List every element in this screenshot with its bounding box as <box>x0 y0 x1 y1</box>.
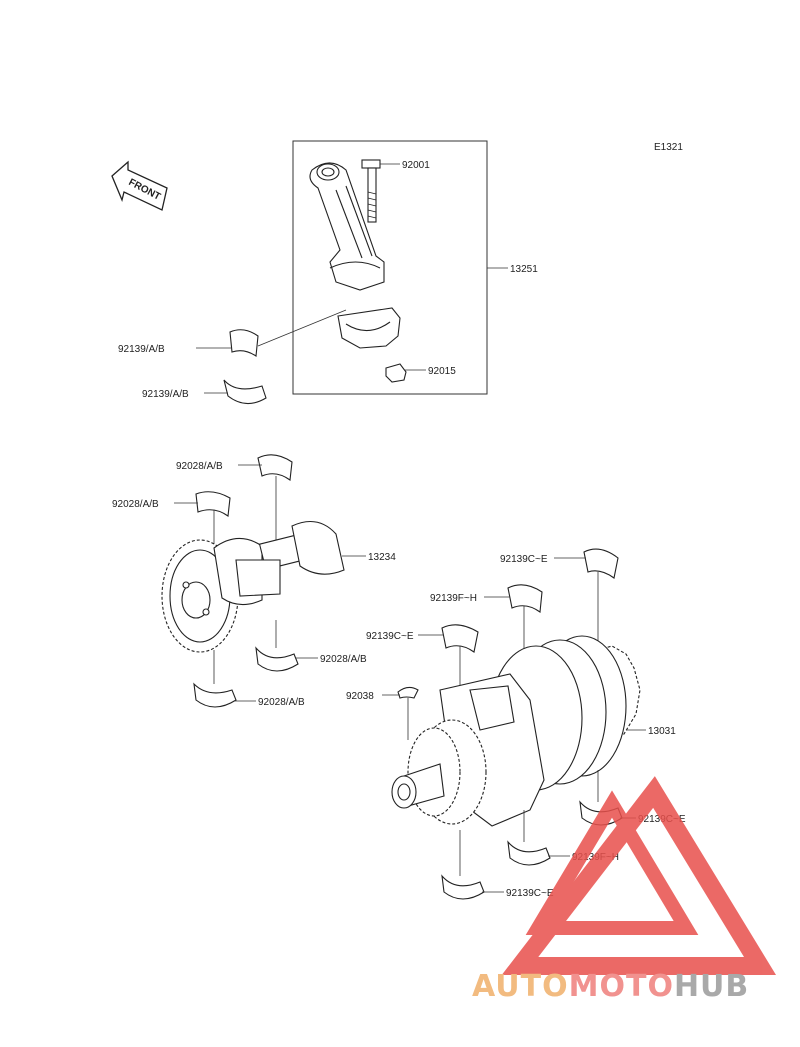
label-13031: 13031 <box>648 726 676 737</box>
label-92028-2: 92028/A/B <box>112 499 159 510</box>
conrod-cap <box>337 307 401 349</box>
label-92139ce-2: 92139C~E <box>366 631 414 642</box>
label-92139ab-1: 92139/A/B <box>118 344 165 355</box>
label-92139ce-1: 92139C~E <box>500 554 548 565</box>
automotohub-logo: AUTOMOTOHUB <box>472 776 777 1004</box>
crankshaft-key <box>397 686 419 699</box>
label-92038: 92038 <box>346 691 374 702</box>
conrod-assembly-box <box>292 140 488 395</box>
balancer-bearing-1 <box>257 454 293 481</box>
crank-bearing-ce-4 <box>441 874 485 900</box>
crank-bearing-ce-1 <box>583 548 619 579</box>
label-92139fh-1: 92139F~H <box>430 593 477 604</box>
svg-text:AUTOMOTOHUB: AUTOMOTOHUB <box>472 969 749 1004</box>
label-92139ab-2: 92139/A/B <box>142 389 189 400</box>
connecting-rod <box>309 162 385 291</box>
crank-bearing-fh-2 <box>507 840 551 866</box>
balancer-bearing-3 <box>255 646 299 672</box>
front-arrow-icon: FRONT <box>111 160 168 211</box>
label-92001: 92001 <box>402 160 430 171</box>
label-92015: 92015 <box>428 366 456 377</box>
crank-bearing-fh-1 <box>507 584 543 613</box>
diagram-code: E1321 <box>654 142 683 153</box>
conrod-bearing-upper <box>229 329 259 357</box>
label-92028-1: 92028/A/B <box>176 461 223 472</box>
label-92028-4: 92028/A/B <box>258 697 305 708</box>
watermark-auto: AUTO <box>472 969 569 1004</box>
watermark-hub: HUB <box>674 969 749 1004</box>
label-13251: 13251 <box>510 264 538 275</box>
conrod-bearing-lower <box>223 379 267 405</box>
conrod-bolt <box>361 159 381 223</box>
balancer-shaft <box>161 520 345 653</box>
balancer-bearing-2 <box>195 491 231 517</box>
crank-bearing-ce-2 <box>441 624 479 653</box>
watermark-moto: MOTO <box>569 969 674 1004</box>
crankshaft <box>391 635 641 827</box>
label-13234: 13234 <box>368 552 396 563</box>
label-92139ce-4: 92139C~E <box>506 888 554 899</box>
conrod-nut <box>385 363 407 383</box>
label-92028-3: 92028/A/B <box>320 654 367 665</box>
balancer-bearing-4 <box>193 682 237 708</box>
